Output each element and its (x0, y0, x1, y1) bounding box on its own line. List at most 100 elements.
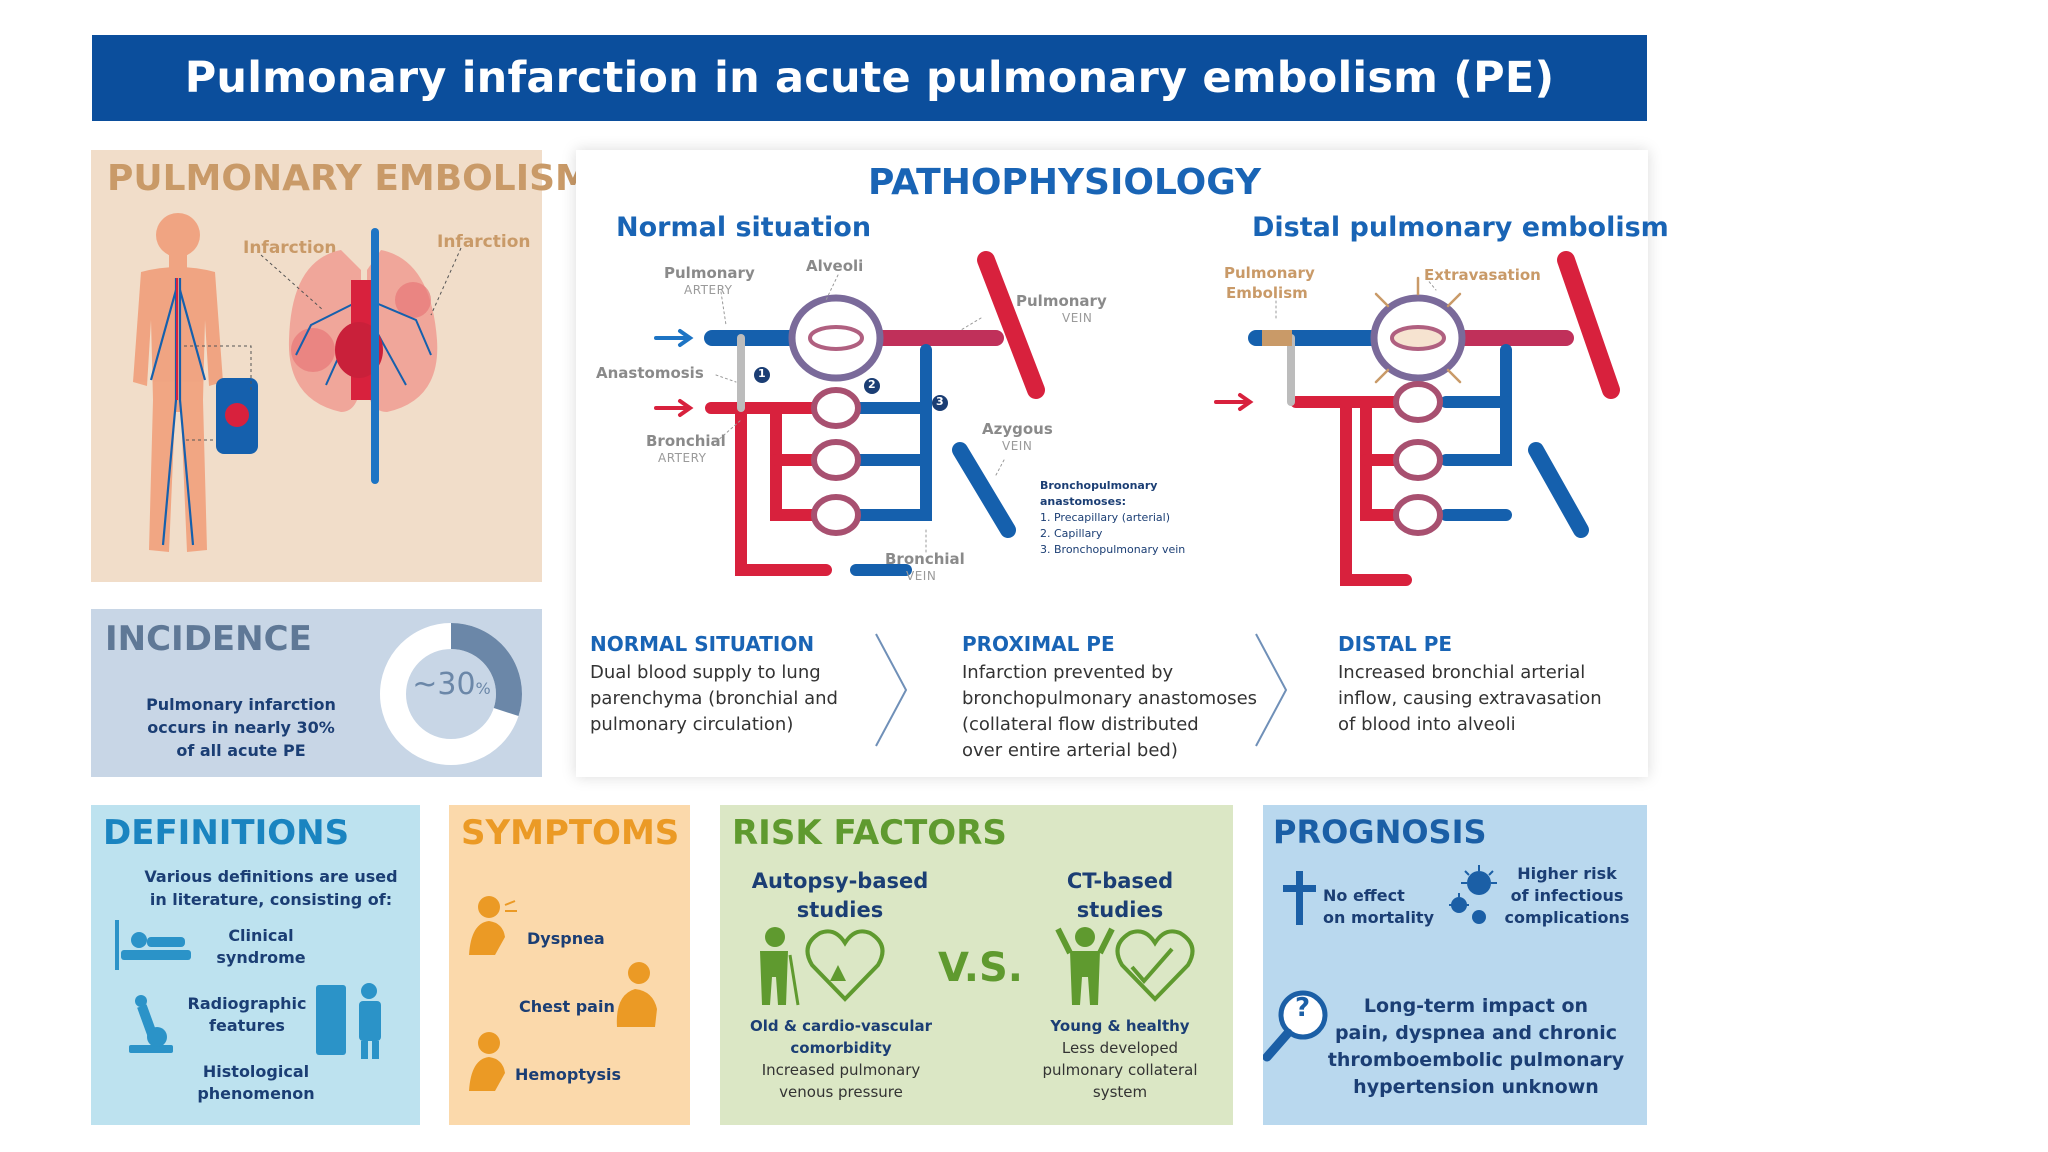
label-bronchial-artery-sub: ARTERY (658, 451, 707, 465)
infarction-label-left: Infarction (243, 238, 337, 258)
chest-pain-person-icon (616, 962, 657, 1027)
risk-detail-line: Young & healthy (1050, 1017, 1190, 1035)
prognosis-panel: PROGNOSIS ? No effect on mortality Highe… (1263, 805, 1647, 1125)
step-title: PROXIMAL PE (962, 632, 1115, 656)
label-azygous-sub: VEIN (1002, 439, 1033, 453)
definition-line: features (209, 1016, 285, 1035)
step-line: (collateral flow distributed (962, 714, 1199, 735)
definitions-intro-line: Various definitions are used (144, 867, 398, 886)
anastomoses-legend-item: 2. Capillary (1040, 527, 1103, 540)
label-bronchial-vein: Bronchial (885, 550, 965, 568)
distal-pe-diagram (1214, 251, 1620, 586)
symptom-hemoptysis: Hemoptysis (515, 1065, 621, 1084)
risk-detail-line: pulmonary collateral (1042, 1061, 1198, 1079)
incidence-value: ~30% (409, 667, 494, 702)
symptoms-icons (469, 896, 657, 1091)
symptom-dyspnea: Dyspnea (527, 929, 605, 948)
pathophysiology-title: PATHOPHYSIOLOGY (868, 162, 1262, 203)
incidence-ring (380, 623, 522, 765)
embolus-icon (1262, 330, 1292, 346)
lungs-icon (288, 228, 438, 484)
definitions-title: DEFINITIONS (103, 813, 350, 853)
page-title: Pulmonary infarction in acute pulmonary … (92, 35, 1647, 121)
chevron-right-icon (875, 633, 908, 747)
risk-factor-icons (760, 927, 1195, 1006)
step-distal-pe: DISTAL PE Increased bronchial arterial i… (1338, 632, 1638, 738)
prognosis-title: PROGNOSIS (1273, 813, 1487, 851)
symptom-chest-pain: Chest pain (519, 997, 615, 1016)
normal-situation-title: Normal situation (616, 212, 872, 243)
infarction-label-right: Infarction (437, 232, 531, 252)
anastomoses-legend: Bronchopulmonary anastomoses: 1. Precapi… (1040, 478, 1185, 558)
symptoms-panel: SYMPTOMS Dyspnea Chest pain Hemoptysis (449, 805, 690, 1125)
label-pulmonary-artery: Pulmonary (664, 264, 755, 282)
badge-1-text: 1 (758, 367, 766, 380)
step-line: bronchopulmonary anastomoses (962, 688, 1258, 709)
pathophysiology-panel: PATHOPHYSIOLOGY Normal situation Distal … (576, 150, 1669, 777)
definitions-intro: Various definitions are used in literatu… (131, 865, 411, 911)
pulmonary-embolism-panel: PULMONARY EMBOLISM Infarction Infarction (91, 150, 591, 582)
definition-line: Histological (202, 1062, 310, 1081)
prognosis-long-term: Long-term impact on pain, dyspnea and ch… (1321, 993, 1631, 1101)
cross-icon (1283, 871, 1316, 925)
dyspnea-person-icon (469, 896, 517, 955)
badge-1 (754, 367, 770, 383)
step-line: Infarction prevented by (962, 662, 1174, 683)
anastomosis-number-badges (754, 367, 948, 411)
distal-pe-title: Distal pulmonary embolism (1252, 212, 1669, 243)
prognosis-infectious: Higher risk of infectious complications (1497, 863, 1637, 929)
elderly-person-icon (760, 927, 800, 1006)
ct-studies-title-line: studies (1076, 898, 1164, 922)
risk-detail-line: system (1092, 1083, 1148, 1101)
step-proximal-pe: PROXIMAL PE Infarction prevented by bron… (962, 632, 1292, 764)
risk-detail-line: Less developed (1061, 1039, 1179, 1057)
incidence-line: of all acute PE (176, 741, 306, 760)
prognosis-line: of infectious (1510, 886, 1624, 905)
risk-detail-line: venous pressure (779, 1083, 903, 1101)
anastomoses-legend-title: anastomoses: (1040, 495, 1127, 508)
step-title: NORMAL SITUATION (590, 632, 815, 656)
label-pulmonary-vein-sub: VEIN (1062, 311, 1093, 325)
circulation-diagram (654, 251, 1620, 586)
badge-3 (932, 395, 948, 411)
label-pulmonary-embolism-2: Embolism (1226, 284, 1308, 302)
extravasation-arrows-icon (1374, 276, 1462, 384)
definitions-intro-line: in literature, consisting of: (149, 890, 393, 909)
label-pulmonary-vein: Pulmonary (1016, 292, 1107, 310)
incidence-line: Pulmonary infarction (146, 695, 336, 714)
step-line: Increased bronchial arterial (1338, 662, 1586, 683)
definition-line: syndrome (216, 948, 306, 967)
badge-2 (864, 378, 880, 394)
definition-item: Radiographic features (177, 993, 317, 1037)
human-body-icon (133, 213, 223, 552)
heart-check-icon (1115, 929, 1195, 1002)
autopsy-studies-title-line: Autopsy-based (751, 869, 929, 893)
risk-factors-title: RISK FACTORS (732, 813, 1007, 853)
ring-value-arc (380, 623, 522, 765)
prognosis-line: on mortality (1323, 908, 1434, 927)
label-bronchial-artery: Bronchial (646, 432, 726, 450)
body-lungs-illustration (133, 213, 462, 552)
prognosis-line: Long-term impact on (1363, 995, 1589, 1017)
step-title: DISTAL PE (1338, 632, 1453, 656)
heart-warning-icon (805, 929, 885, 1002)
label-anastomosis: Anastomosis (596, 364, 704, 382)
label-alveoli: Alveoli (806, 257, 864, 275)
magnifier-question-icon (1263, 990, 1328, 1062)
risk-detail-line: Increased pulmonary (761, 1061, 921, 1079)
healthy-person-icon (1055, 927, 1115, 1005)
definition-line: Radiographic (187, 994, 307, 1013)
prognosis-line: pain, dyspnea and chronic (1334, 1022, 1618, 1044)
definition-line: phenomenon (197, 1084, 315, 1103)
label-pulmonary-artery-sub: ARTERY (684, 283, 733, 297)
badge-3-text: 3 (936, 395, 944, 408)
incidence-title: INCIDENCE (105, 619, 312, 659)
prognosis-line: No effect (1323, 886, 1405, 905)
autopsy-studies-title-line: studies (796, 898, 884, 922)
ct-studies-title-line: CT-based (1066, 869, 1174, 893)
prognosis-line: complications (1504, 908, 1630, 927)
anastomoses-legend-item: 3. Bronchopulmonary vein (1040, 543, 1186, 556)
definition-item: Histological phenomenon (191, 1061, 321, 1105)
ct-studies-detail: Young & healthy Less developed pulmonary… (1020, 1015, 1220, 1103)
step-normal-situation: NORMAL SITUATION Dual blood supply to lu… (590, 632, 920, 738)
